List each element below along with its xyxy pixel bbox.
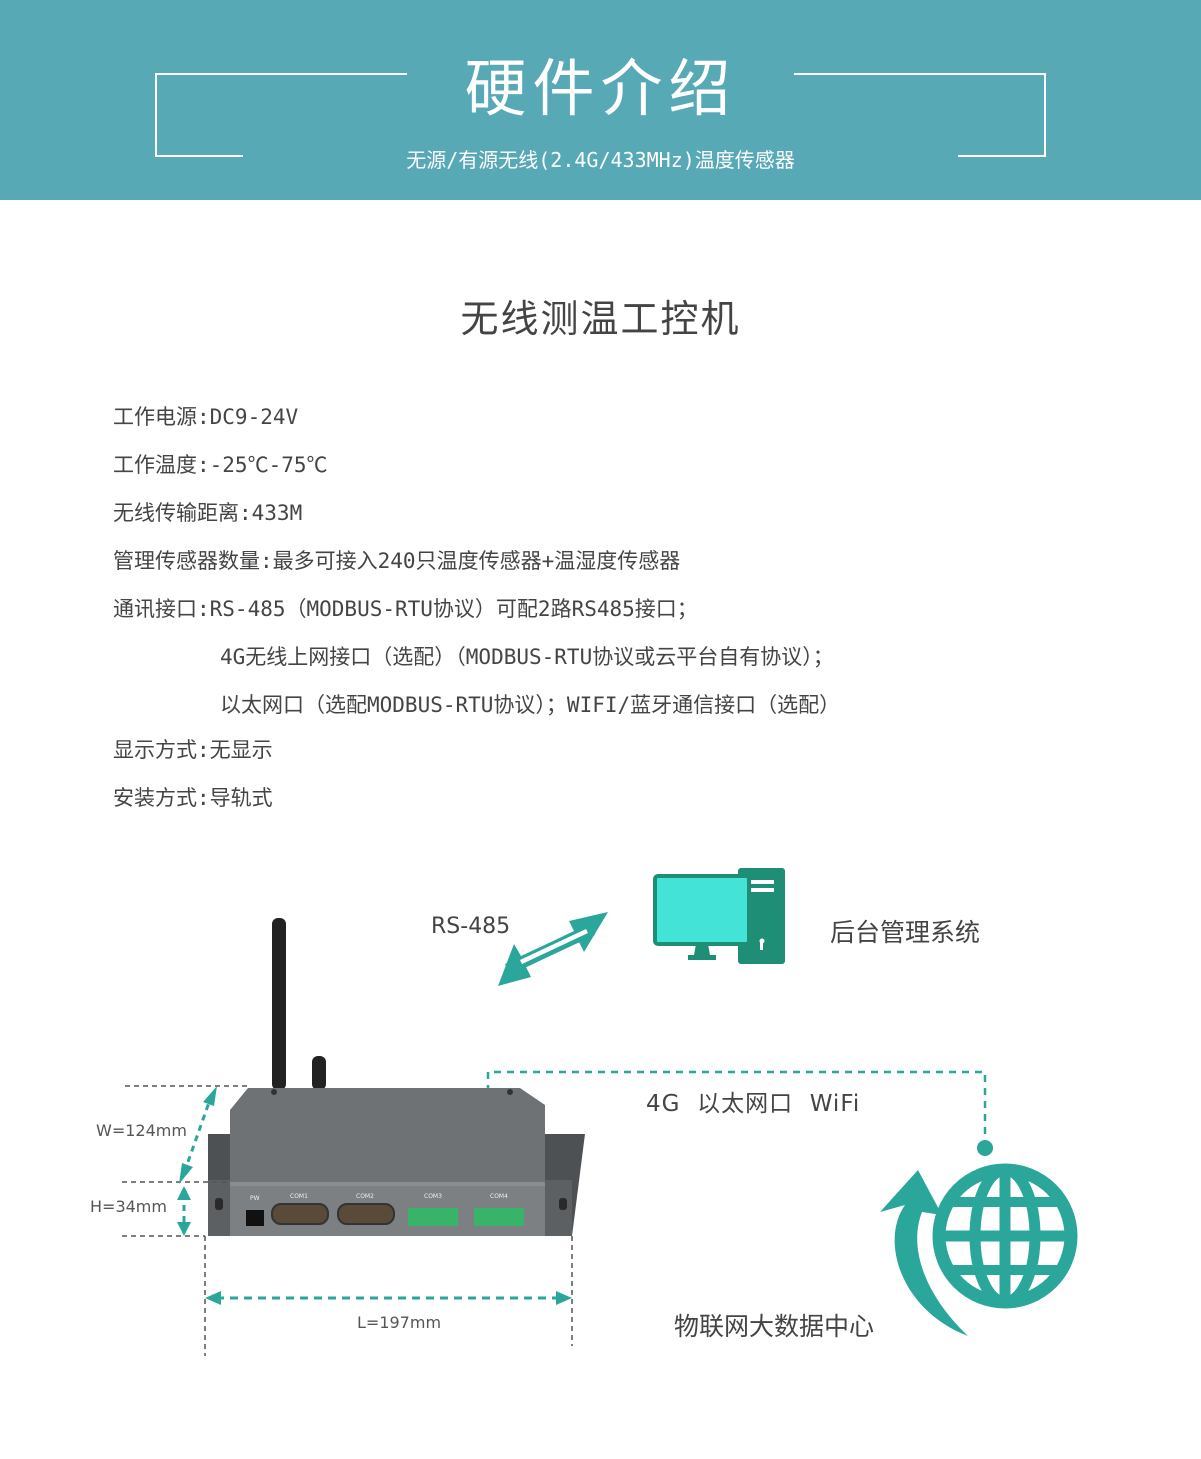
- banner-frame-right-bottom: [958, 155, 1046, 157]
- spec-distance: 无线传输距离:433M: [113, 501, 303, 525]
- spec-interface: 通讯接口:RS-485（MODBUS-RTU协议）可配2路RS485接口；: [113, 597, 698, 621]
- computer-icon: [653, 868, 785, 964]
- rs485-arrow-icon: [498, 912, 608, 986]
- dimension-arrows: [177, 1086, 572, 1305]
- port-label-pw: PW: [250, 1195, 260, 1202]
- banner-frame-left: [155, 73, 407, 157]
- banner-title: 硬件介绍: [464, 52, 737, 125]
- banner-subtitle: 无源/有源无线(2.4G/433MHz)温度传感器: [406, 148, 795, 172]
- dimension-height: H=34mm: [90, 1197, 167, 1216]
- banner-frame-right: [794, 73, 1046, 157]
- port-label-com3: COM3: [424, 1193, 442, 1200]
- rs485-label: RS-485: [431, 914, 511, 939]
- spec-interface-ethernet: 以太网口（选配MODBUS-RTU协议）；WIFI/蓝牙通信接口（选配）: [220, 693, 841, 717]
- dimension-length: L=197mm: [357, 1313, 442, 1332]
- device-port-labels: PW COM1 COM2 COM3 COM4: [250, 1193, 508, 1202]
- spec-sensor-count: 管理传感器数量:最多可接入240只温度传感器+温湿度传感器: [113, 549, 681, 573]
- banner-frame-left-bottom: [155, 155, 243, 157]
- port-label-com2: COM2: [356, 1193, 374, 1200]
- spec-display: 显示方式:无显示: [113, 738, 273, 762]
- section-title: 无线测温工控机: [460, 297, 741, 341]
- gateway-device: [208, 918, 585, 1236]
- header-banner: 硬件介绍 无源/有源无线(2.4G/433MHz)温度传感器: [0, 0, 1201, 200]
- port-label-com4: COM4: [490, 1193, 508, 1200]
- backend-label: 后台管理系统: [830, 918, 981, 947]
- spec-power: 工作电源:DC9-24V: [113, 405, 299, 429]
- dimension-lines: [122, 1085, 573, 1356]
- cloud-label: 物联网大数据中心: [674, 1312, 875, 1341]
- spec-interface-4g: 4G无线上网接口（选配）（MODBUS-RTU协议或云平台自有协议）；: [220, 645, 834, 669]
- network-label: 4G 以太网口 WiFi: [646, 1091, 861, 1117]
- dimension-width: W=124mm: [96, 1121, 187, 1140]
- spec-install: 安装方式:导轨式: [113, 786, 273, 810]
- spec-temperature: 工作温度:-25℃-75℃: [113, 453, 328, 477]
- port-label-com1: COM1: [290, 1193, 308, 1200]
- globe-icon: [880, 1163, 1078, 1336]
